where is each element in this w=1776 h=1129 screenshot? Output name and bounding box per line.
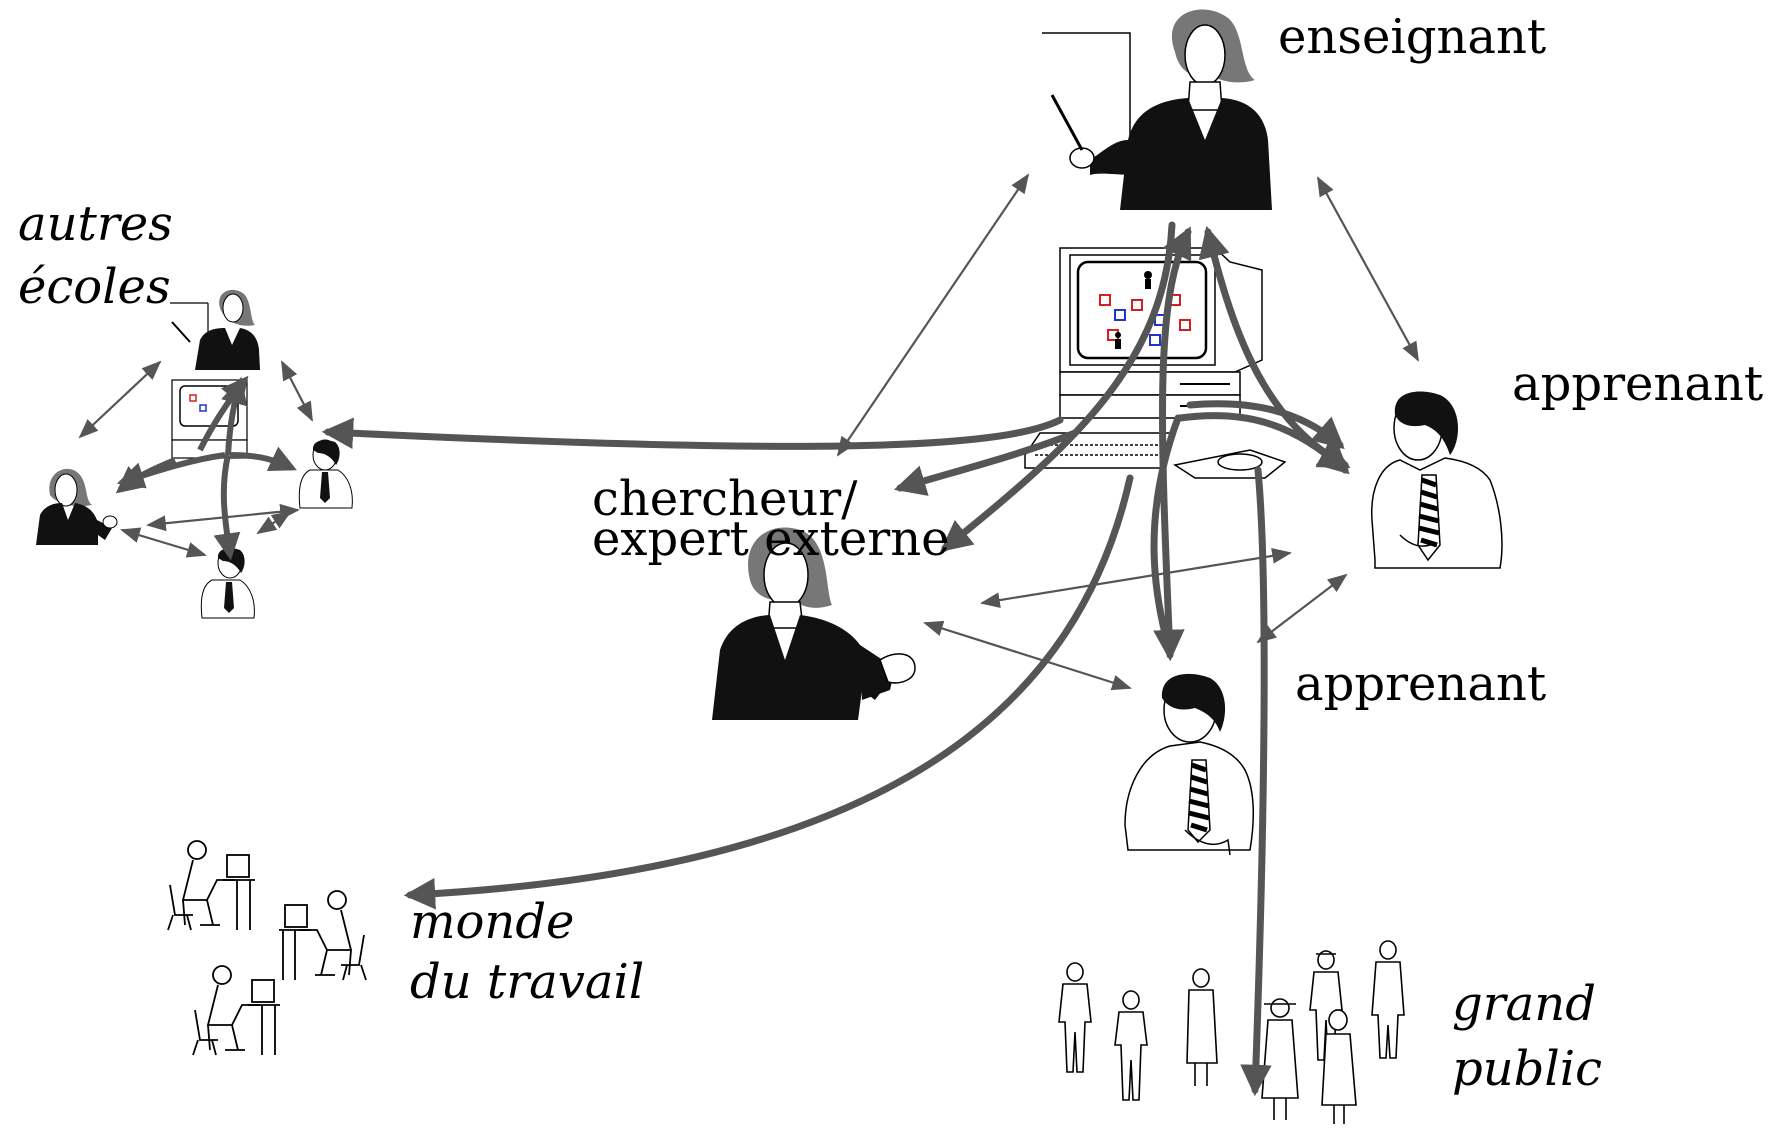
arrow-computer-learner-right: [1176, 412, 1350, 475]
label-grand-public-2: public: [1452, 1041, 1602, 1097]
expert-figure-icon: [712, 527, 916, 720]
arrow-computer-schools: [321, 416, 1064, 450]
thick-arrows: [321, 221, 1351, 1097]
arrow-expert-learner-bottom: [923, 620, 1132, 691]
label-apprenant-bottom: apprenant: [1295, 656, 1547, 712]
label-grand-public-1: grand: [1452, 976, 1596, 1032]
small-school-group-icon: [36, 289, 353, 619]
label-autres-ecoles-2: écoles: [18, 259, 171, 315]
label-chercheur-2: expert externe: [592, 511, 950, 567]
arrow-teacher-learner-bottom: [1153, 226, 1192, 662]
thin-arrows: [78, 173, 1419, 691]
learner-figure-icon: [1371, 391, 1503, 569]
arrow-school-2: [281, 360, 313, 422]
label-autres-ecoles-1: autres: [18, 196, 173, 252]
arrow-computer-expert-1: [893, 429, 1079, 496]
arrow-school-1: [78, 360, 162, 439]
label-monde-1: monde: [410, 894, 575, 950]
label-enseignant: enseignant: [1278, 9, 1547, 65]
label-monde-2: du travail: [410, 954, 645, 1010]
arrow-computer-public: [1240, 466, 1272, 1097]
arrow-school-4: [120, 527, 207, 558]
arrow-teacher-expert: [836, 173, 1030, 457]
label-apprenant-right: apprenant: [1512, 356, 1764, 412]
arrow-computer-learner-bottom: [1150, 414, 1182, 656]
arrow-learners: [1256, 573, 1348, 644]
learner-figure-icon: [1124, 673, 1255, 856]
crowd-icon: [1058, 940, 1405, 1128]
arrow-teacher-learner: [1317, 176, 1419, 362]
arrow-school-5: [256, 510, 292, 535]
label-chercheur-1: chercheur/: [592, 471, 858, 527]
teacher-figure-icon: [1042, 9, 1272, 210]
group-thick-arrows: [115, 375, 297, 561]
office-workers-icon: [167, 840, 367, 1056]
arrow-computer-world: [403, 474, 1134, 910]
arrow-expert-learner: [980, 548, 1292, 608]
arrow-computer-learner-right-2: [1186, 400, 1345, 450]
